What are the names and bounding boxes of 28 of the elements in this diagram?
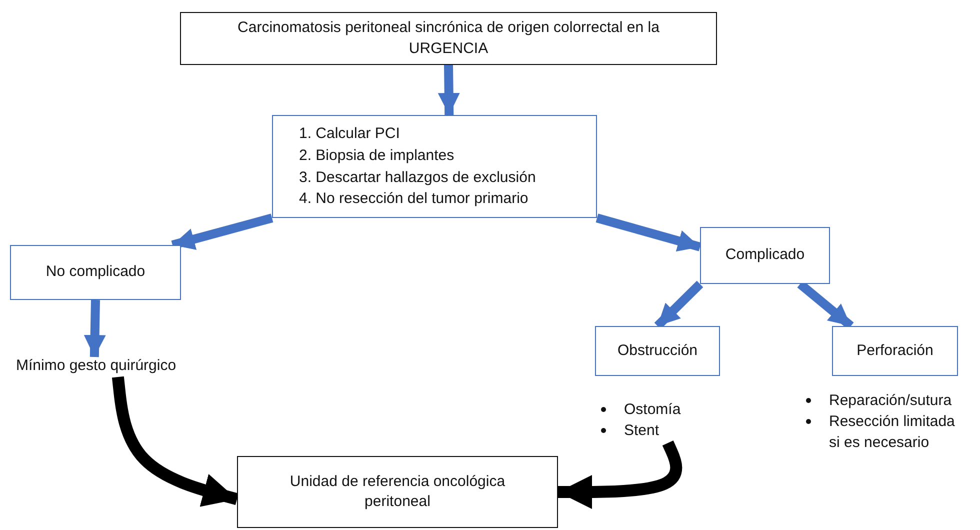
block-arrow <box>171 214 274 250</box>
block-arrow <box>438 64 460 116</box>
process-box <box>595 326 720 376</box>
process-box <box>10 245 181 300</box>
curved-arrow <box>558 440 682 509</box>
process-box <box>832 326 958 376</box>
bullet-text: Ostomía <box>624 400 681 420</box>
bullet-text: Reparación/sutura <box>829 391 952 411</box>
bullet-text: Resección limitada si es necesario <box>829 412 956 453</box>
box-text: Obstrucción <box>617 340 698 361</box>
bullet-text: Stent <box>624 421 660 441</box>
list-item: 1. Calcular PCI <box>299 124 400 144</box>
block-arrow <box>84 300 106 358</box>
box-text: No complicado <box>46 262 146 282</box>
box-text: Unidad de referencia oncológica peritoneal <box>288 472 506 512</box>
curved-arrow <box>112 376 239 507</box>
process-box <box>700 227 830 284</box>
list-item: 3. Descartar hallazgos de exclusión <box>299 168 536 188</box>
step-text: Mínimo gesto quirúrgico <box>16 357 178 374</box>
box-text: Complicado <box>725 245 805 266</box>
process-box <box>272 115 597 218</box>
list-item: 2. Biopsia de implantes <box>299 146 454 166</box>
list-item: 4. No resección del tumor primario <box>299 189 528 210</box>
box-text: Perforación <box>856 340 934 361</box>
box-text: Carcinomatosis peritoneal sincrónica de origen colorrectal en la URGENCIA <box>236 18 660 58</box>
block-arrow <box>596 214 702 252</box>
process-box <box>237 456 558 528</box>
process-box <box>180 12 717 65</box>
